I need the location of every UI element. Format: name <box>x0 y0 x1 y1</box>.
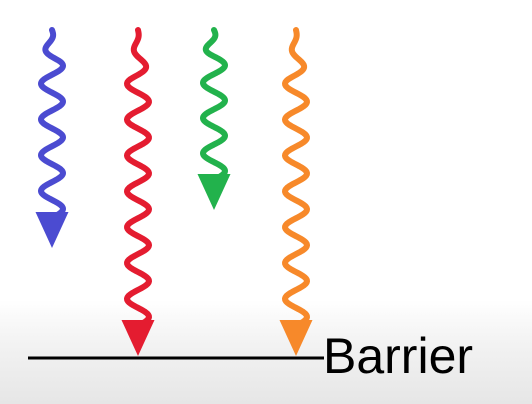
green-wave-arrowhead <box>197 174 231 210</box>
barrier-label: Barrier <box>323 328 474 384</box>
orange-wave-arrow <box>279 27 313 356</box>
red-wave-arrowhead <box>121 320 155 356</box>
blue-wave-arrow <box>35 27 69 248</box>
green-wave-arrow <box>197 27 231 210</box>
blue-wave-line <box>38 27 66 219</box>
orange-wave-arrowhead <box>279 320 313 356</box>
red-wave-line <box>124 27 152 327</box>
red-wave-arrow <box>121 27 155 356</box>
orange-wave-line <box>282 27 310 327</box>
blue-wave-arrowhead <box>35 212 69 248</box>
green-wave-line <box>200 27 228 181</box>
